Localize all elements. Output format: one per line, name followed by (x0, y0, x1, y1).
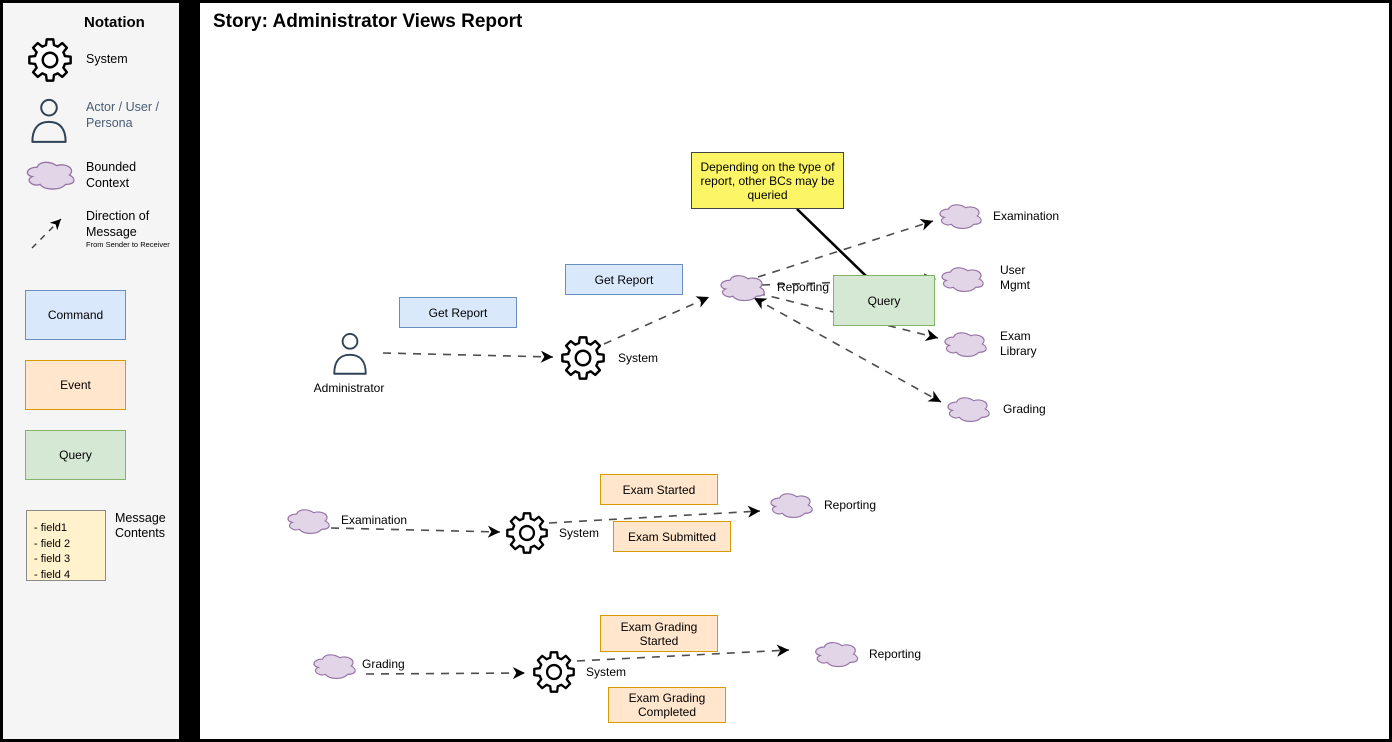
legend-bounded-context-label: Bounded Context (86, 160, 137, 190)
get-report-command-2: Get Report (565, 264, 683, 295)
message-contents-label: Message Contents (115, 511, 166, 540)
notation-title: Notation (84, 14, 145, 31)
diagram-canvas (200, 3, 1389, 739)
grading-target-label: Grading (1003, 402, 1046, 416)
legend-system-label: System (86, 52, 128, 66)
legend-actor-label: Actor / User / Persona (86, 100, 159, 130)
message-field: - field 3 (34, 553, 71, 565)
legend-direction-note: From Sender to Receiver (86, 240, 170, 249)
examination-source-label: Examination (341, 513, 408, 527)
exam-started-event: Exam Started (600, 474, 718, 505)
exam-grading-started-event: Exam Grading Started (600, 615, 718, 652)
reporting-label-2: Reporting (824, 498, 877, 512)
reporting-label-1: Reporting (777, 280, 830, 294)
message-field: - field 4 (34, 568, 71, 581)
user-mgmt-label: User Mgmt (1000, 263, 1030, 292)
administrator-label: Administrator (313, 381, 385, 395)
exam-library-label: Exam Library (1000, 329, 1037, 358)
reporting-label-3: Reporting (869, 647, 922, 661)
exam-grading-completed-event: Exam Grading Completed (608, 687, 726, 723)
grading-source-label: Grading (362, 657, 405, 671)
event-swatch: Event (25, 360, 126, 410)
legend-direction-label: Direction of Message (86, 209, 150, 239)
message-field: - field1 (34, 522, 68, 534)
sticky-note: Depending on the type of report, other B… (691, 152, 844, 209)
query-swatch: Query (25, 430, 126, 480)
query-box: Query (833, 275, 935, 326)
examination-target-label: Examination (993, 209, 1060, 223)
system-label-2: System (559, 526, 600, 540)
command-swatch: Command (25, 290, 126, 340)
story-title: Story: Administrator Views Report (213, 11, 523, 32)
exam-submitted-event: Exam Submitted (613, 521, 731, 552)
system-label-1: System (618, 351, 659, 365)
message-field: - field 2 (34, 537, 71, 550)
get-report-command-1: Get Report (399, 297, 517, 328)
message-contents-swatch: - field1 - field 2 - field 3 - field 4 (26, 510, 106, 581)
system-label-3: System (586, 665, 627, 679)
